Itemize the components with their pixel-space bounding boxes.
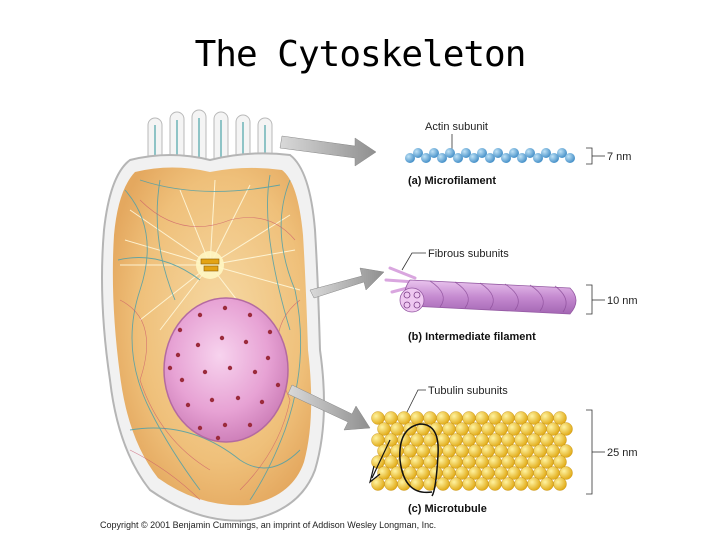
pointer-arrows [279,135,385,431]
tubulin-subunit [488,477,502,491]
panel-microtubule: Tubulin subunits 25 nm (c) Microtubule [368,385,638,515]
tubulin-subunit [559,422,573,436]
tubulin-subunit [384,477,398,491]
actin-chain [405,148,575,163]
tubulin-subunit [501,477,515,491]
arrow-to-intermediate [309,267,385,299]
slide-title: The Cytoskeleton [194,34,527,75]
microfilament-caption: (a) Microfilament [408,175,496,187]
panel-intermediate-filament: Fibrous subunits 10 nm (b) Intermediate … [384,248,638,343]
tubulin-subunit [559,444,573,458]
nuclear-pores [167,305,281,441]
tubulin-subunit [553,433,567,447]
tubulin-subunit-label: Tubulin subunits [428,385,508,397]
tubulin-subunit [462,477,476,491]
tubulin-lattice [371,411,573,491]
tubulin-subunit [553,477,567,491]
microtubule-size: 25 nm [607,447,638,459]
tubulin-subunit [514,477,528,491]
cell [101,109,325,522]
tubulin-subunit [527,477,541,491]
tubulin-subunit [475,477,489,491]
intermediate-filament-rope [404,279,577,315]
copyright-notice: Copyright © 2001 Benjamin Cummings, an i… [100,520,437,530]
fibrous-subunit-label: Fibrous subunits [428,248,509,260]
tubulin-subunit [449,477,463,491]
actin-subunit-label: Actin subunit [425,121,488,133]
tubulin-subunit [436,477,450,491]
tubulin-subunit [553,411,567,425]
helix-arrow [399,423,439,497]
rope-twists [429,280,567,313]
filament-network [117,174,302,501]
panel-microfilament: Actin subunit 7 nm (a) Microfilament [405,121,631,187]
centrosome [196,251,224,279]
filament-cross-section [399,287,425,313]
intermediate-filament-caption: (b) Intermediate filament [408,331,536,343]
tubulin-subunit [559,466,573,480]
microfilament-network [119,199,301,501]
intermediate-filament-size: 10 nm [607,295,638,307]
tubulin-subunit [540,477,554,491]
arrow-to-microtubule [287,384,371,431]
nucleus [163,297,289,443]
microfilament-size: 7 nm [607,151,631,163]
microtubule-caption: (c) Microtubule [408,503,487,515]
arrow-to-microfilament [279,135,377,167]
tubulin-subunit [553,455,567,469]
